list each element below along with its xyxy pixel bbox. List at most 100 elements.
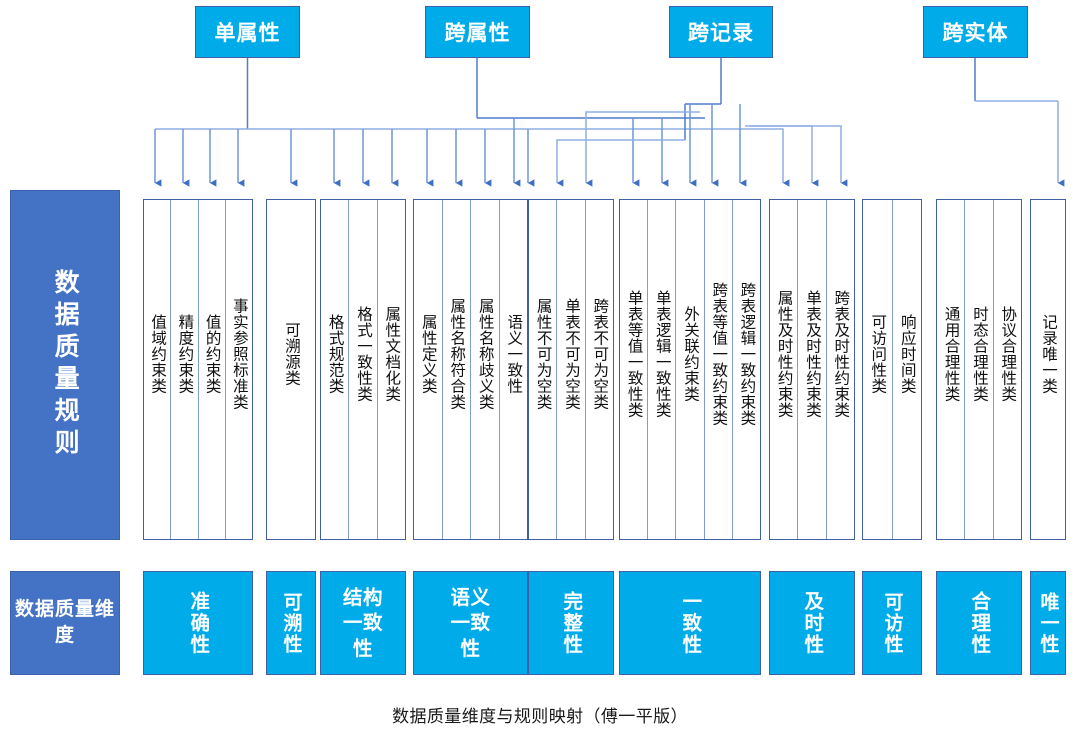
- rule-cell[interactable]: 属性不可为空类: [529, 200, 558, 539]
- rule-cell[interactable]: 格式规范类: [321, 200, 350, 539]
- rule-cell-label: 精度约束类: [176, 314, 195, 394]
- rule-group: 属性定义类属性名称符合类属性名称歧义类语义一致性: [413, 199, 528, 540]
- dimension-label: 语义一致性: [450, 585, 491, 660]
- rule-cell[interactable]: 跨表及时性约束类: [827, 200, 854, 539]
- rule-cell[interactable]: 可溯源类: [267, 200, 315, 539]
- dimension-box[interactable]: 完整性: [528, 571, 614, 675]
- rule-group: 值域约束类精度约束类值的约束类事实参照标准类: [143, 199, 253, 540]
- rule-group: 可访问性类响应时间类: [862, 199, 922, 540]
- side-title-rules: 数据质量规则: [10, 190, 120, 540]
- rule-cell[interactable]: 跨表不可为空类: [586, 200, 613, 539]
- rule-cell-label: 可溯源类: [282, 322, 301, 386]
- rule-cell-label: 跨表不可为空类: [591, 298, 610, 410]
- rule-cell-label: 属性定义类: [419, 314, 438, 394]
- rule-cell[interactable]: 属性定义类: [414, 200, 443, 539]
- dimension-label: 完整性: [559, 590, 583, 656]
- rule-cell[interactable]: 通用合理性类: [937, 200, 966, 539]
- category-box-single-attribute[interactable]: 单属性: [195, 6, 300, 58]
- dimension-label: 可访性: [881, 591, 904, 655]
- rule-cell-label: 响应时间类: [898, 314, 917, 394]
- rule-cell-label: 语义一致性: [505, 314, 524, 394]
- rule-cell-label: 格式一致性类: [354, 306, 373, 402]
- rule-cell-label: 外关联约束类: [681, 306, 700, 402]
- rule-cell[interactable]: 精度约束类: [171, 200, 199, 539]
- rule-cell[interactable]: 属性文档化类: [378, 200, 405, 539]
- rule-cell-label: 单表等值一致性类: [625, 290, 644, 418]
- category-box-cross-record[interactable]: 跨记录: [669, 6, 773, 58]
- rule-cell-label: 协议合理性类: [999, 306, 1018, 402]
- rule-cell-label: 单表不可为空类: [562, 298, 581, 410]
- rule-cell[interactable]: 跨表逻辑一致约束类: [733, 200, 760, 539]
- rule-cell[interactable]: 事实参照标准类: [226, 200, 252, 539]
- rule-cell-label: 事实参照标准类: [230, 298, 249, 410]
- rule-group: 记录唯一类: [1030, 199, 1066, 540]
- rule-cell[interactable]: 跨表等值一致约束类: [705, 200, 733, 539]
- rule-cell-label: 值域约束类: [149, 314, 168, 394]
- category-label: 跨实体: [942, 21, 1009, 45]
- rule-cell[interactable]: 值的约束类: [199, 200, 226, 539]
- category-box-cross-entity[interactable]: 跨实体: [923, 6, 1028, 58]
- dimension-box[interactable]: 唯一性: [1030, 571, 1066, 675]
- category-label: 单属性: [214, 21, 281, 45]
- category-label: 跨属性: [444, 21, 511, 45]
- rule-cell-label: 值的约束类: [203, 314, 222, 394]
- rule-cell[interactable]: 记录唯一类: [1031, 200, 1065, 539]
- rule-cell[interactable]: 属性名称符合类: [443, 200, 471, 539]
- category-label: 跨记录: [688, 21, 754, 45]
- rule-cell-label: 跨表及时性约束类: [832, 290, 851, 418]
- dimension-label: 唯一性: [1037, 591, 1060, 655]
- rule-cell[interactable]: 属性名称歧义类: [471, 200, 500, 539]
- rule-cell-label: 跨表等值一致约束类: [710, 282, 729, 426]
- rule-cell-label: 时态合理性类: [970, 306, 989, 402]
- dimension-box[interactable]: 语义一致性: [413, 571, 528, 675]
- rule-cell[interactable]: 单表逻辑一致性类: [648, 200, 677, 539]
- rule-group: 可溯源类: [266, 199, 316, 540]
- side-title-dimensions-label: 数据质量维度: [14, 598, 115, 646]
- diagram-caption: 数据质量维度与规则映射（傅一平版）: [392, 707, 688, 727]
- dimension-box[interactable]: 可访性: [862, 571, 922, 675]
- rule-cell[interactable]: 单表及时性约束类: [798, 200, 827, 539]
- dimension-label: 结构一致性: [342, 585, 383, 660]
- rule-group: 单表等值一致性类单表逻辑一致性类外关联约束类跨表等值一致约束类跨表逻辑一致约束类: [619, 199, 761, 540]
- rule-group: 属性不可为空类单表不可为空类跨表不可为空类: [528, 199, 614, 540]
- rule-cell[interactable]: 协议合理性类: [994, 200, 1021, 539]
- dimension-label: 合理性: [967, 590, 991, 656]
- rule-cell[interactable]: 单表等值一致性类: [620, 200, 649, 539]
- rule-cell-label: 跨表逻辑一致约束类: [738, 282, 757, 426]
- dimension-box[interactable]: 及时性: [769, 571, 855, 675]
- dimension-label: 准确性: [186, 590, 210, 656]
- rule-cell-label: 记录唯一类: [1039, 314, 1058, 394]
- rule-cell[interactable]: 可访问性类: [863, 200, 893, 539]
- rule-group: 格式规范类格式一致性类属性文档化类: [320, 199, 406, 540]
- dimension-label: 一致性: [678, 590, 702, 656]
- rule-cell[interactable]: 语义一致性: [500, 200, 528, 539]
- dimension-label: 及时性: [800, 590, 824, 656]
- dimension-box[interactable]: 合理性: [936, 571, 1022, 675]
- rule-cell-label: 单表逻辑一致性类: [653, 290, 672, 418]
- rule-cell[interactable]: 响应时间类: [893, 200, 922, 539]
- side-title-rules-label: 数据质量规则: [51, 269, 81, 461]
- rule-cell-label: 属性及时性约束类: [775, 290, 794, 418]
- dimension-box[interactable]: 结构一致性: [320, 571, 406, 675]
- rule-cell-label: 属性不可为空类: [534, 298, 553, 410]
- rule-cell[interactable]: 时态合理性类: [965, 200, 994, 539]
- rule-cell-label: 属性文档化类: [383, 306, 402, 402]
- dimension-label: 可溯性: [280, 591, 303, 655]
- side-title-dimensions: 数据质量维度: [10, 571, 120, 675]
- rule-cell[interactable]: 属性及时性约束类: [770, 200, 799, 539]
- dimension-box[interactable]: 准确性: [143, 571, 253, 675]
- rule-cell[interactable]: 值域约束类: [144, 200, 172, 539]
- rule-cell[interactable]: 单表不可为空类: [557, 200, 586, 539]
- rule-cell-label: 可访问性类: [869, 314, 888, 394]
- rule-cell-label: 通用合理性类: [942, 306, 961, 402]
- dimension-box[interactable]: 可溯性: [266, 571, 316, 675]
- rule-group: 通用合理性类时态合理性类协议合理性类: [936, 199, 1022, 540]
- rule-cell-label: 属性名称符合类: [448, 298, 467, 410]
- rule-cell[interactable]: 外关联约束类: [676, 200, 705, 539]
- rule-group: 属性及时性约束类单表及时性约束类跨表及时性约束类: [769, 199, 855, 540]
- category-box-cross-attribute[interactable]: 跨属性: [425, 6, 530, 58]
- rule-cell[interactable]: 格式一致性类: [349, 200, 378, 539]
- rule-cell-label: 格式规范类: [326, 314, 345, 394]
- dimension-box[interactable]: 一致性: [619, 571, 761, 675]
